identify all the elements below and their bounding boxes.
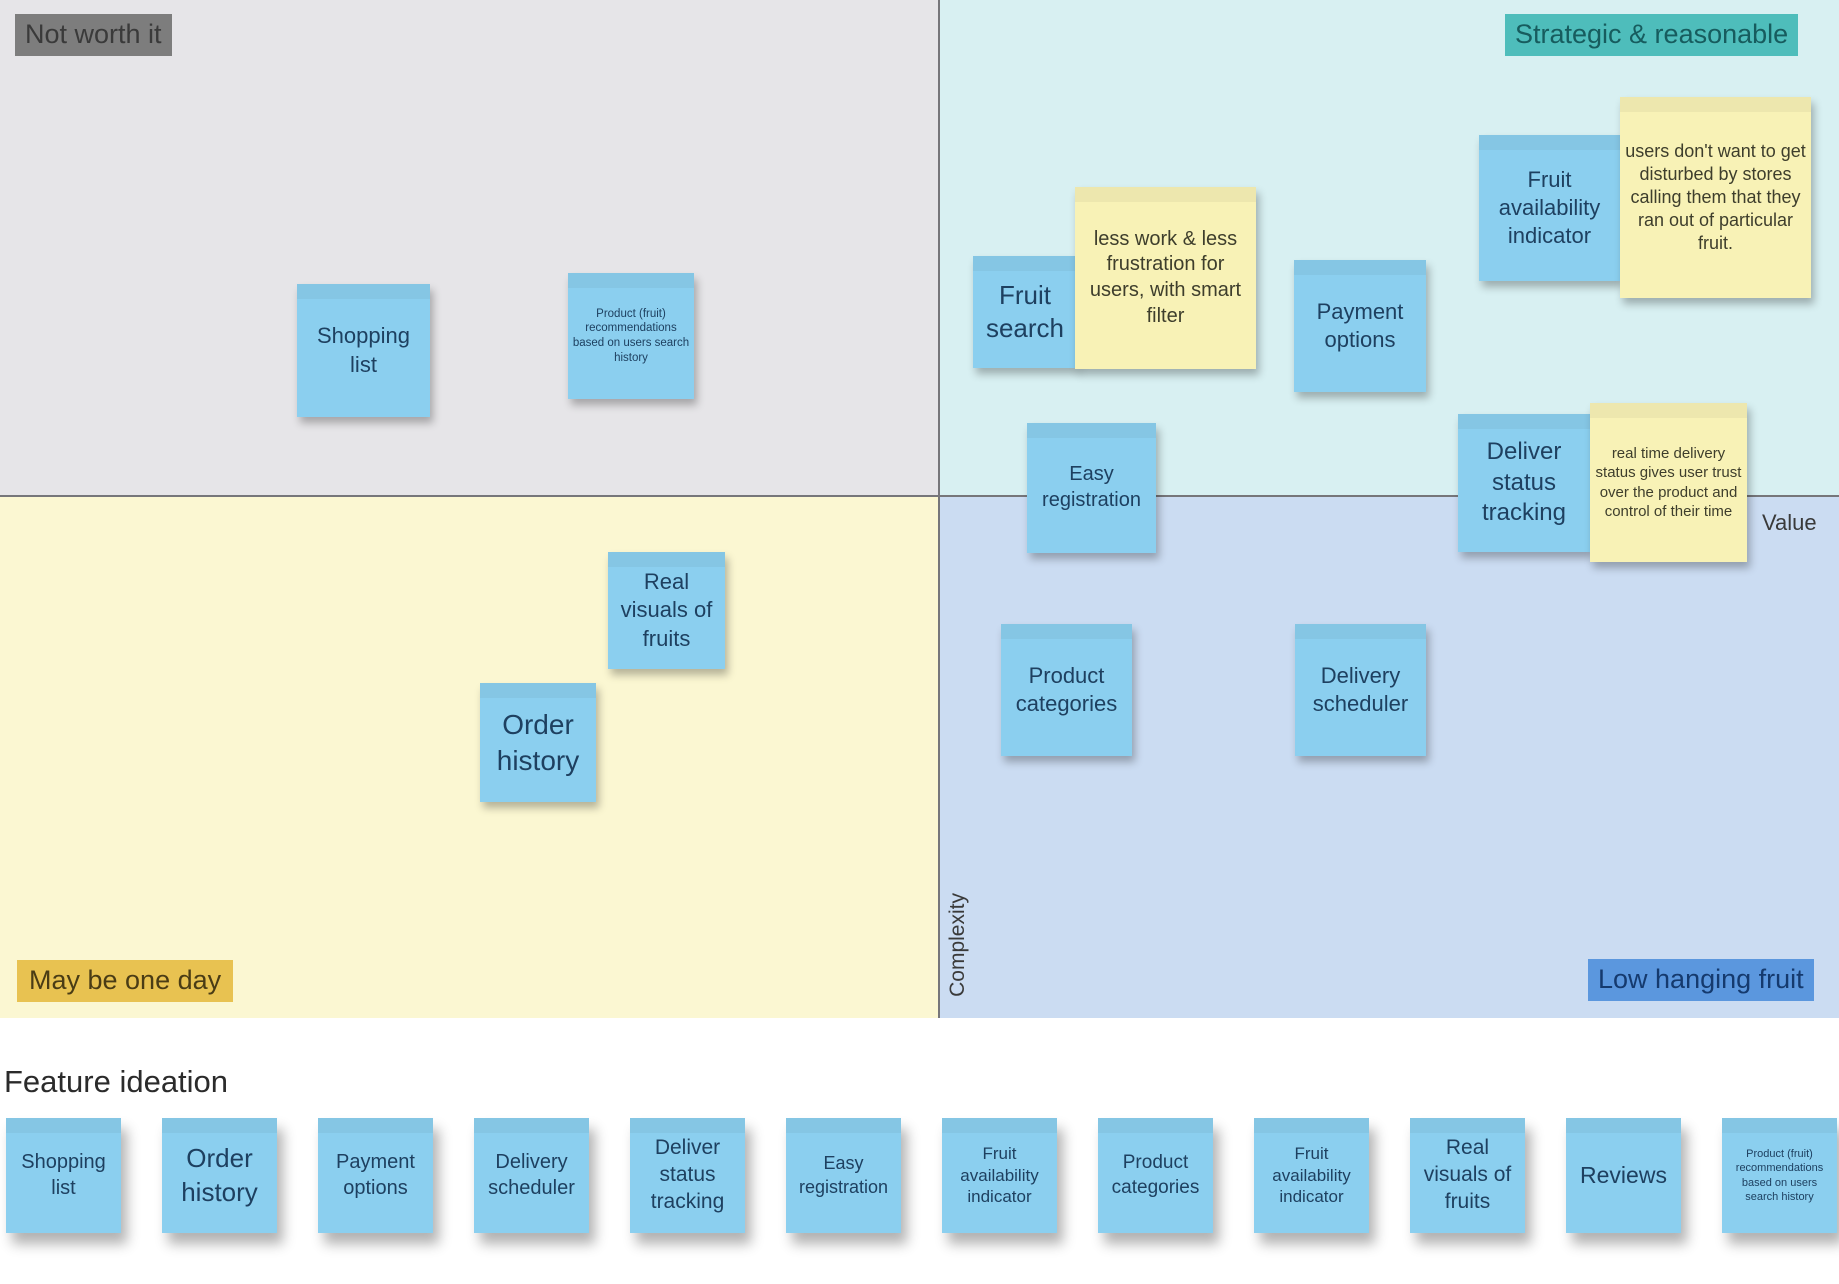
ideation-note-reviews[interactable]: Reviews <box>1566 1118 1681 1233</box>
quadrant-may-be-one-day <box>0 496 939 1018</box>
sticky-note-text: Delivery scheduler <box>1312 662 1409 716</box>
sticky-note-text: Order history <box>181 1143 258 1207</box>
note-order-history[interactable]: Order history <box>480 683 596 802</box>
ideation-note-easy-registration[interactable]: Easy registration <box>786 1118 901 1233</box>
note-users-dont-want[interactable]: users don't want to get disturbed by sto… <box>1620 97 1811 298</box>
sticky-note-text: Shopping list <box>317 323 410 377</box>
note-shopping-list[interactable]: Shopping list <box>297 284 430 417</box>
note-deliver-status-tracking[interactable]: Deliver status tracking <box>1458 414 1590 552</box>
sticky-note-text: Product categories <box>1015 662 1118 716</box>
feature-ideation-heading: Feature ideation <box>4 1064 229 1099</box>
quadrant-label-may-be-one-day: May be one day <box>17 960 234 1002</box>
note-real-visuals-of-fruits[interactable]: Real visuals of fruits <box>608 552 725 669</box>
ideation-note-real-visuals-of-fruits[interactable]: Real visuals of fruits <box>1410 1118 1525 1233</box>
sticky-note-text: Payment options <box>1316 298 1404 352</box>
sticky-note-text: Easy registration <box>1042 463 1141 511</box>
sticky-note-text: Fruit availability indicator <box>960 1143 1039 1207</box>
ideation-note-delivery-scheduler[interactable]: Delivery scheduler <box>474 1118 589 1233</box>
note-product-recommendations[interactable]: Product (fruit) recommendations based on… <box>568 273 694 399</box>
quadrant-label-not-worth-it: Not worth it <box>15 14 172 56</box>
note-payment-options[interactable]: Payment options <box>1294 260 1426 392</box>
ideation-note-payment-options[interactable]: Payment options <box>318 1118 433 1233</box>
sticky-note-text: Order history <box>496 708 580 776</box>
sticky-note-text: less work & less frustration for users, … <box>1089 227 1242 327</box>
ideation-note-shopping-list[interactable]: Shopping list <box>6 1118 121 1233</box>
sticky-note-text: Fruit availability indicator <box>1498 166 1601 249</box>
quadrant-not-worth-it <box>0 0 939 496</box>
note-delivery-scheduler[interactable]: Delivery scheduler <box>1295 624 1426 756</box>
ideation-note-fruit-availability-indicator-1[interactable]: Fruit availability indicator <box>942 1118 1057 1233</box>
sticky-note-text: Deliver status tracking <box>1481 437 1567 527</box>
ideation-note-product-recommendations[interactable]: Product (fruit) recommendations based on… <box>1722 1118 1837 1233</box>
note-less-work[interactable]: less work & less frustration for users, … <box>1075 187 1256 369</box>
sticky-note-text: Product (fruit) recommendations based on… <box>572 307 690 364</box>
quadrant-low-hanging-fruit <box>939 496 1839 1018</box>
sticky-note-text: Reviews <box>1580 1161 1667 1188</box>
axis-divider-horizontal <box>0 495 1839 497</box>
sticky-note-text: Shopping list <box>21 1150 106 1199</box>
ideation-note-fruit-availability-indicator-2[interactable]: Fruit availability indicator <box>1254 1118 1369 1233</box>
sticky-note-text: Deliver status tracking <box>650 1136 725 1213</box>
note-product-categories[interactable]: Product categories <box>1001 624 1132 756</box>
sticky-note-text: Fruit availability indicator <box>1272 1143 1351 1207</box>
sticky-note-text: Real visuals of fruits <box>620 569 713 651</box>
quadrant-label-low-hanging-fruit: Low hanging fruit <box>1588 959 1814 1001</box>
ideation-note-order-history[interactable]: Order history <box>162 1118 277 1233</box>
note-fruit-availability-indicator[interactable]: Fruit availability indicator <box>1479 135 1620 281</box>
axis-divider-vertical <box>938 0 940 1018</box>
note-easy-registration[interactable]: Easy registration <box>1027 423 1156 553</box>
sticky-note-text: Easy registration <box>798 1153 889 1197</box>
sticky-note-text: Product (fruit) recommendations based on… <box>1735 1148 1824 1203</box>
feature-ideation-row: Shopping list Order history Payment option… <box>6 1118 1837 1233</box>
sticky-note-text: real time delivery status gives user tru… <box>1595 445 1742 520</box>
axis-label-complexity: Complexity <box>946 893 969 997</box>
sticky-note-text: Fruit search <box>985 279 1065 343</box>
sticky-note-text: Payment options <box>336 1150 415 1199</box>
quadrant-label-strategic-reasonable: Strategic & reasonable <box>1505 14 1799 56</box>
sticky-note-text: users don't want to get disturbed by sto… <box>1625 140 1806 254</box>
sticky-note-text: Real visuals of fruits <box>1423 1136 1512 1213</box>
ideation-note-deliver-status-tracking[interactable]: Deliver status tracking <box>630 1118 745 1233</box>
axis-label-value: Value <box>1762 510 1817 535</box>
ideation-note-product-categories[interactable]: Product categories <box>1098 1118 1213 1233</box>
note-fruit-search[interactable]: Fruit search <box>973 256 1077 368</box>
sticky-note-text: Product categories <box>1111 1152 1200 1198</box>
note-real-time-delivery[interactable]: real time delivery status gives user tru… <box>1590 403 1747 562</box>
sticky-note-text: Delivery scheduler <box>488 1150 575 1199</box>
